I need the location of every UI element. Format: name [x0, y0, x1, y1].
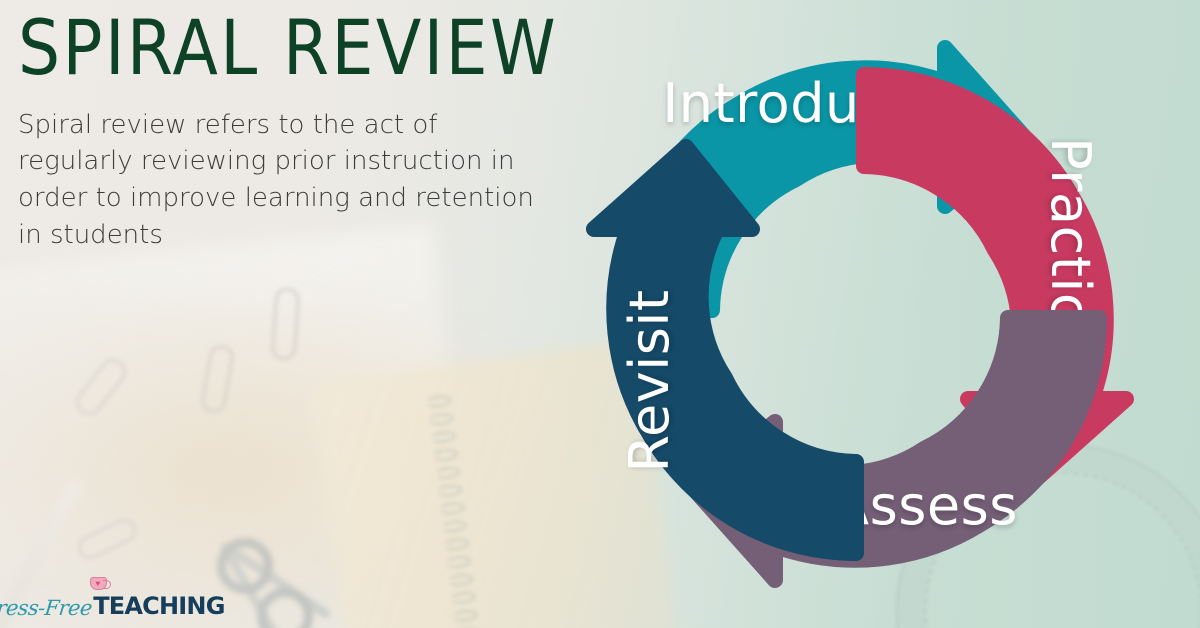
revisit-label: Revisit	[618, 289, 681, 472]
brand-logo[interactable]: ♥ Stress-Free TEACHING	[0, 577, 225, 620]
page-description: Spiral review refers to the act of regul…	[18, 109, 534, 251]
logo-script-word: Stress-Free	[0, 596, 94, 620]
revisit-arrow-shape	[586, 139, 864, 561]
page-title: SPIRAL REVIEW	[18, 3, 558, 92]
text-block: SPIRAL REVIEW Spiral review refers to th…	[18, 3, 578, 254]
logo-wordmark: Stress-Free TEACHING	[0, 592, 225, 620]
heart-icon: ♥	[95, 578, 101, 588]
coffee-cup-icon: ♥	[90, 577, 111, 591]
cycle-segment-revisit[interactable]	[586, 139, 864, 561]
spiral-review-cycle-diagram: Introduce Practice Assess Revisit	[540, 0, 1180, 628]
logo-bold-word: TEACHING	[93, 592, 225, 620]
